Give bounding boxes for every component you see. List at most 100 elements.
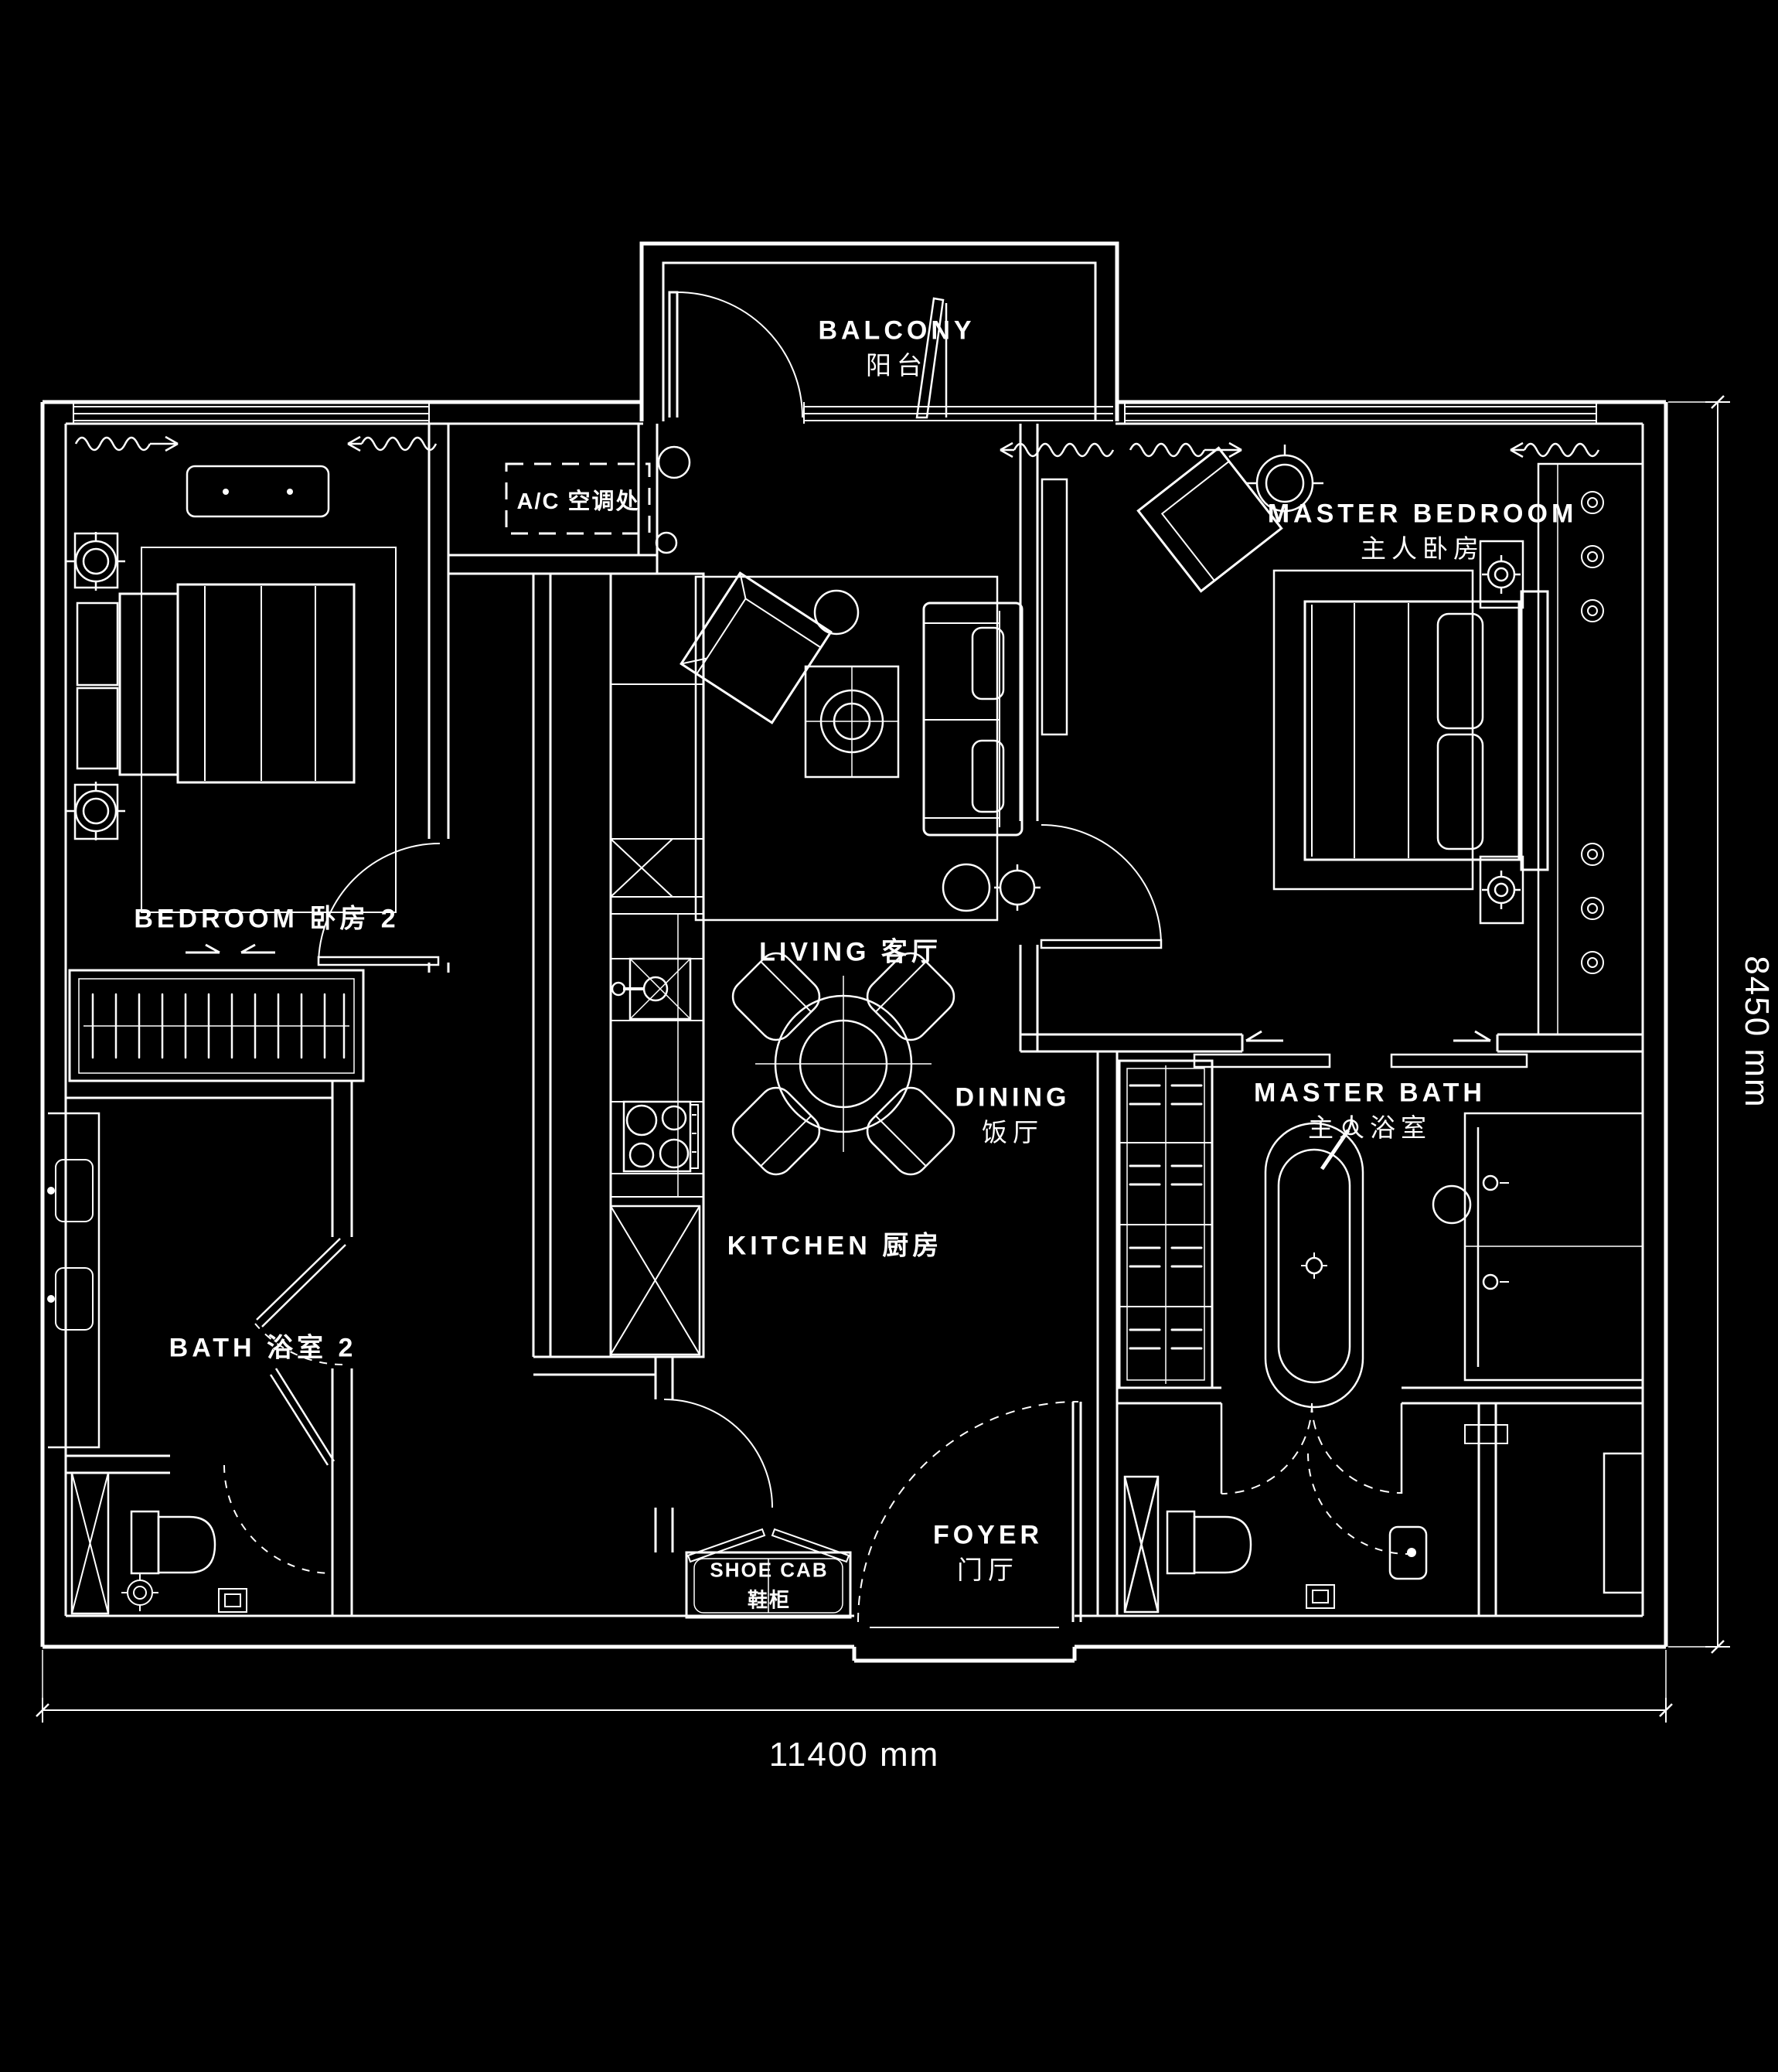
shoe-cabinet: [685, 1528, 852, 1619]
label-dining-en: DINING: [955, 1082, 1071, 1113]
curtain-icon: [1000, 441, 1115, 458]
pillow: [1436, 733, 1484, 850]
curtain-icons: [74, 435, 1600, 458]
curtain-icon: [347, 435, 438, 452]
basin-icon: [1432, 1184, 1472, 1225]
ceiling-light-icon: [994, 864, 1041, 911]
ac-zone: [505, 445, 691, 554]
curtain-icon: [74, 435, 179, 452]
rug: [1272, 569, 1474, 891]
dining-chair: [866, 952, 955, 1041]
armchair: [680, 571, 833, 724]
bathtub-icon: [1264, 1119, 1364, 1409]
hangers-icon: [91, 993, 346, 1059]
label-ac: A/C 空调处: [516, 489, 640, 514]
ac-dashed-box: [505, 462, 651, 535]
master-bed: [1303, 600, 1521, 861]
living-furniture: [680, 571, 1041, 922]
window-glazing: [73, 402, 1597, 424]
hangers-icon: [1129, 1084, 1203, 1350]
cooktop-icon: [622, 1100, 699, 1173]
dining-chair: [731, 952, 821, 1041]
foyer-fixtures: [685, 1528, 1059, 1628]
tv-cabinet: [1041, 478, 1068, 736]
nightstand: [1479, 540, 1524, 609]
sliding-door-panels: [1193, 1053, 1528, 1068]
kitchen-cabinets: [609, 572, 705, 1358]
tv-shelf: [186, 465, 330, 518]
label-balcony-en: BALCONY: [818, 315, 976, 346]
bed2: [176, 583, 356, 784]
floor-drain-icon: [1306, 1584, 1335, 1609]
master-wardrobe: [1118, 1059, 1214, 1389]
master-bath-fixtures: [1118, 1059, 1643, 1409]
label-balcony-cn: 阳台: [866, 351, 928, 380]
sliding-arrow-icon: [1245, 1030, 1491, 1042]
rug: [694, 575, 999, 922]
corridor-door: [663, 1399, 773, 1508]
kitchen-fixtures: [609, 572, 705, 1358]
nightstand: [1479, 855, 1524, 925]
shower-niche: [1464, 1424, 1508, 1444]
bath2-wc-door: [269, 1368, 336, 1466]
vanity: [48, 1112, 100, 1449]
label-master-bath-cn: 主人浴室: [1308, 1113, 1432, 1142]
balcony-outer-wall: [639, 241, 1119, 421]
label-master-bedroom-cn: 主人卧房: [1361, 534, 1484, 563]
label-master-bedroom-en: MASTER BEDROOM: [1267, 499, 1578, 529]
door-swings: [186, 824, 1528, 1623]
label-dining-cn: 饭厅: [982, 1118, 1044, 1147]
label-shoe-cab: SHOE CAB 鞋柜: [710, 1558, 828, 1613]
master-bedroom-furniture: [1041, 445, 1644, 1036]
shaft-icon: [1123, 1475, 1160, 1614]
shaft-icon: [70, 1471, 110, 1615]
outer-walls: [40, 241, 1668, 1663]
shaft-icon: [610, 838, 673, 898]
bath2-door: [256, 1238, 346, 1327]
kitchen-sink-icon: [611, 957, 692, 1021]
sofa: [922, 601, 1024, 837]
rug: [141, 547, 397, 913]
dimension-lines: [36, 395, 1730, 1723]
balcony-door: [668, 291, 948, 419]
bath2-fixtures: [47, 1112, 247, 1615]
label-bedroom2: BEDROOM 卧房 2: [134, 904, 400, 934]
master-headboard: [1520, 590, 1549, 871]
armchair: [1136, 446, 1283, 593]
downlight-icon: [655, 531, 678, 554]
tilted-window-panel: [915, 297, 948, 419]
dining-set: [731, 952, 955, 1176]
ceiling-light-icon: [66, 532, 125, 840]
wc-shower-fixtures: [1123, 1424, 1644, 1614]
label-kitchen: KITCHEN 厨房: [727, 1231, 943, 1261]
shower-bench: [1603, 1452, 1644, 1594]
floor-drain-icon: [218, 1588, 247, 1613]
toilet-icon: [1166, 1510, 1252, 1575]
bed2-headboard: [118, 592, 179, 776]
coffee-table: [804, 665, 900, 779]
master-bedroom-door: [1040, 939, 1163, 949]
label-shoe-cab-en: SHOE CAB: [710, 1558, 829, 1582]
closet: [1537, 462, 1644, 1036]
floor-lamp-icon: [942, 863, 991, 912]
dimension-height: 8450 mm: [1738, 956, 1776, 1109]
dining-chair: [731, 1086, 821, 1176]
shaft-icon: [609, 1205, 701, 1356]
spotlight-icon: [1581, 491, 1604, 974]
ceiling-light-icon: [1246, 445, 1323, 522]
wc-door: [1388, 1525, 1428, 1580]
balcony-inner-wall: [662, 261, 1097, 421]
bedroom2-wardrobe: [68, 969, 365, 1082]
bedroom2-furniture: [66, 465, 397, 913]
master-bath-double-doors: [1220, 1403, 1403, 1494]
dimension-width: 11400 mm: [768, 1736, 940, 1774]
entry-door: [1071, 1402, 1082, 1622]
label-foyer-cn: 门厅: [957, 1556, 1019, 1584]
label-master-bath-en: MASTER BATH: [1254, 1078, 1486, 1108]
label-living: LIVING 客厅: [759, 937, 942, 967]
ceiling-light-icon: [1482, 555, 1521, 909]
label-foyer-en: FOYER: [932, 1520, 1044, 1550]
curtain-icon: [1129, 441, 1242, 458]
